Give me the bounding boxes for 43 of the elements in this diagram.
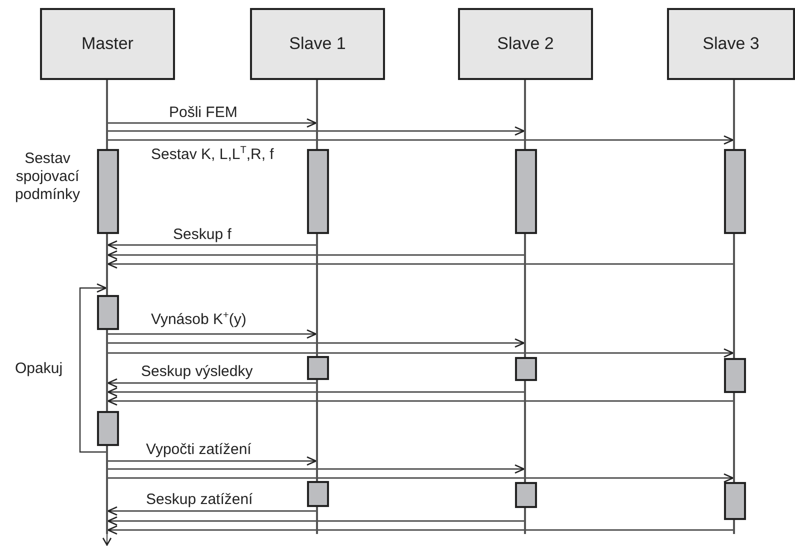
message-arrow [107, 525, 733, 535]
message-arrow [107, 378, 316, 388]
activation-bar [307, 149, 329, 234]
participant-box: Slave 1 [250, 8, 385, 80]
participant-box: Master [40, 8, 175, 80]
participant-box: Slave 3 [667, 8, 795, 80]
message-arrow [108, 473, 734, 483]
message-arrow [107, 240, 316, 250]
activation-bar [97, 411, 119, 446]
activation-bar [307, 356, 329, 380]
activation-bar [97, 295, 119, 330]
loop-arrow [79, 283, 107, 453]
activation-bar [515, 149, 537, 234]
edge-label: Vynásob K$^{+}$(y) [150, 311, 248, 328]
message-arrow [107, 250, 524, 260]
message-arrow [108, 135, 734, 145]
message-arrow [108, 126, 525, 136]
activation-bar [97, 149, 119, 234]
edge-label: Seskup výsledky [140, 363, 254, 380]
message-arrow [107, 396, 733, 406]
message-arrow [108, 348, 734, 358]
activation-bar [724, 482, 746, 520]
message-arrow [108, 456, 317, 466]
message-arrow [107, 506, 316, 516]
message-arrow [108, 329, 317, 339]
edge-label: Seskup zatížení [145, 491, 254, 508]
message-arrow [107, 259, 733, 269]
message-arrow [108, 338, 525, 348]
activation-bar [515, 482, 537, 508]
participant-box: Slave 2 [458, 8, 593, 80]
edge-label: Vypočti zatížení [145, 441, 252, 458]
activation-bar [515, 357, 537, 381]
message-arrow [108, 118, 317, 128]
note-text: Sestav spojovací podmínky [14, 150, 82, 204]
activation-bar [724, 358, 746, 393]
message-arrow [107, 387, 524, 397]
edge-label: Opakuj [14, 360, 64, 377]
message-arrow [107, 516, 524, 526]
activation-bar [307, 481, 329, 507]
message-arrow [108, 464, 525, 474]
activation-bar [724, 149, 746, 234]
edge-label: Seskup f [172, 226, 232, 243]
step-label: Sestav K, L,L$^{T}$,R, f [150, 146, 275, 163]
